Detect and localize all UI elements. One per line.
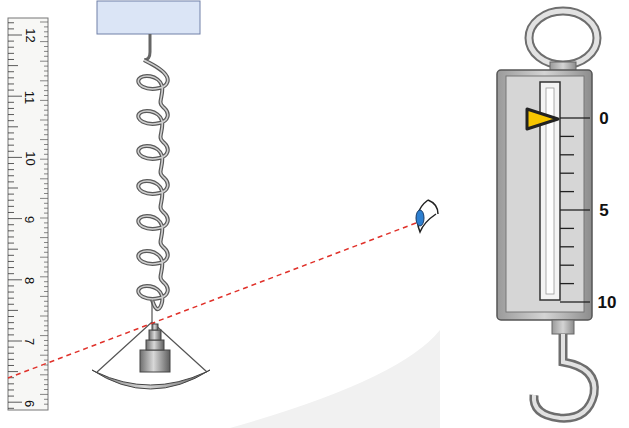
scale-number: 5 [599,202,608,219]
scale-number: 0 [599,110,608,127]
ruler-number: 10 [24,151,37,165]
ruler-number: 11 [24,90,37,104]
spring-coil [138,60,167,309]
ruler-number: 9 [23,215,36,222]
spring-hook [144,34,150,60]
pan-strings [97,300,207,372]
pan [92,370,210,389]
ruler-number: 8 [23,276,36,283]
spring-scale [497,11,597,418]
weights [140,324,170,372]
support-block [97,1,200,34]
ruler [8,18,48,410]
ruler-number: 6 [23,399,36,406]
sight-line [8,223,416,378]
ruler-number: 7 [23,337,36,344]
scale-number: 10 [598,294,617,311]
ruler-ticks [8,22,48,408]
eye [416,200,438,232]
background-swoosh [230,330,440,428]
ruler-number: 12 [24,28,37,42]
